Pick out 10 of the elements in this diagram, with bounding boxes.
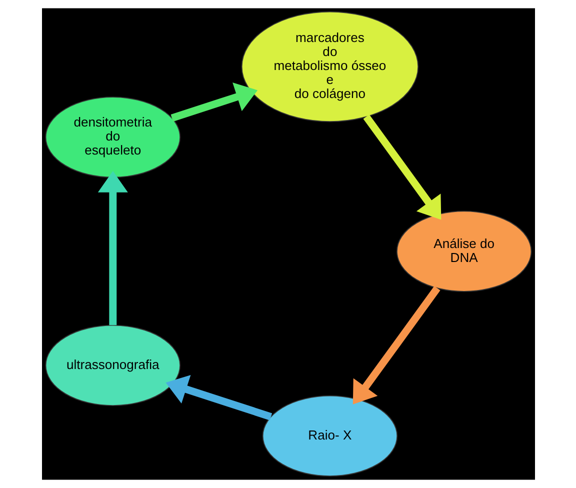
arrow [97, 170, 128, 326]
arrow [165, 374, 272, 420]
node-ellipse: Análise do DNA [396, 210, 532, 292]
arrow [352, 286, 440, 404]
node-ellipse: ultrassonografia [44, 324, 180, 406]
node-ellipse: densitometria do esqueleto [44, 96, 180, 178]
arrow [362, 114, 441, 220]
node-ellipse: marcadores do metabolismo ósseo e do colágeno [240, 11, 418, 122]
node-ellipse: Raio- X [262, 395, 398, 477]
arrow [170, 82, 258, 122]
